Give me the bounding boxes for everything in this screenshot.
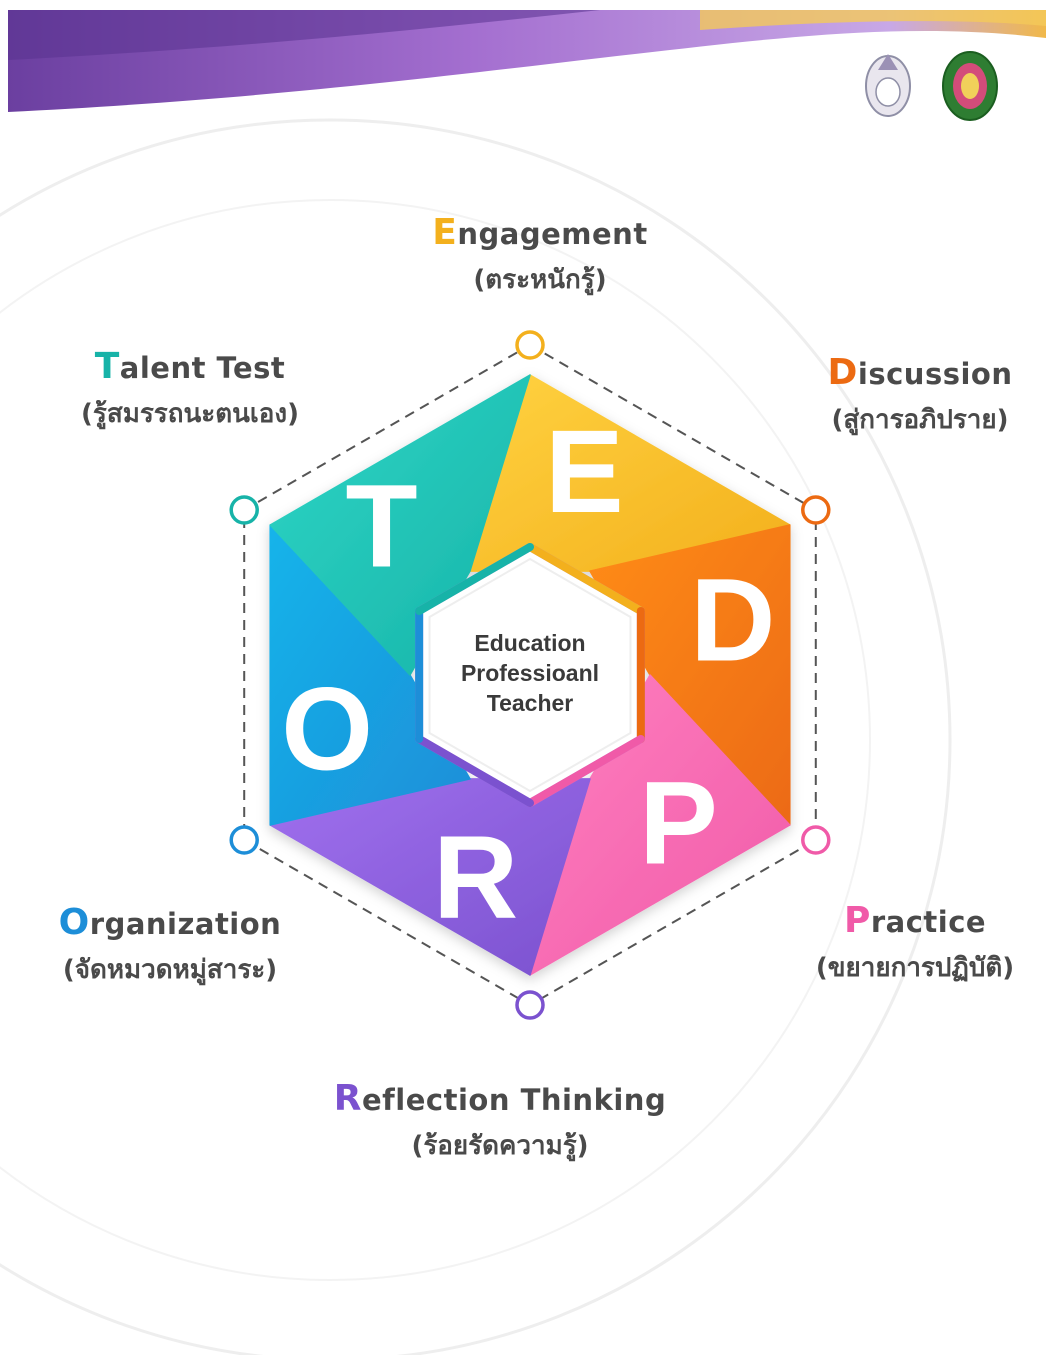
center-hexagon [428, 557, 632, 793]
label-practice-rest: ractice [870, 905, 987, 939]
label-talent-test-rest: alent Test [119, 351, 286, 385]
vertex-marker-r [515, 990, 545, 1020]
segment-letter-e: E [545, 406, 624, 538]
label-engagement-initial: E [432, 212, 458, 253]
ministry-seal-logo [865, 54, 911, 117]
label-reflection-initial: R [333, 1078, 363, 1119]
label-talent-test-thai: (รู้สมรรถนะตนเอง) [80, 399, 299, 429]
segment-letter-d: D [690, 555, 775, 687]
label-organization-rest: rganization [89, 907, 282, 941]
label-talent-test: Talent Test (รู้สมรรถนะตนเอง) [30, 346, 350, 434]
label-engagement-rest: ngagement [457, 217, 648, 251]
center-hexagon-edge [526, 543, 645, 615]
label-engagement-thai: (ตระหนักรู้) [473, 265, 607, 295]
label-organization: Organization (จัดหมวดหมู่สาระ) [20, 902, 320, 990]
label-organization-initial: O [58, 902, 90, 943]
university-seal-logo [942, 51, 998, 121]
label-practice-initial: P [843, 900, 871, 941]
center-hexagon-edge [415, 543, 534, 615]
vertex-marker-d [801, 495, 831, 525]
label-discussion-thai: (สู่การอภิปราย) [831, 405, 1009, 435]
vertex-marker-p [801, 825, 831, 855]
label-reflection: Reflection Thinking (ร้อยรัดความรู้) [300, 1078, 700, 1166]
label-organization-thai: (จัดหมวดหมู่สาระ) [62, 955, 278, 985]
vertex-marker-e [515, 330, 545, 360]
header-wave-band [8, 10, 1046, 121]
segment-letter-r: R [433, 812, 518, 944]
segment-letter-o: O [281, 663, 373, 795]
label-discussion: Discussion (สู่การอภิปราย) [800, 352, 1040, 440]
center-text-line: Professioanl [461, 660, 599, 686]
center-hexagon-edge [526, 735, 645, 807]
label-reflection-thai: (ร้อยรัดความรู้) [411, 1131, 589, 1161]
label-engagement: Engagement (ตระหนักรู้) [380, 212, 700, 300]
center-hexagon-edge [415, 735, 534, 807]
label-discussion-rest: iscussion [857, 357, 1013, 391]
label-talent-test-initial: T [94, 346, 120, 387]
colored-hexagon [269, 374, 791, 976]
label-reflection-rest: eflection Thinking [362, 1083, 667, 1117]
center-text-line: Teacher [487, 690, 574, 716]
segment-letter-p: P [639, 757, 718, 889]
label-practice-thai: (ขยายการปฏิบัติ) [815, 953, 1015, 983]
label-discussion-initial: D [827, 352, 858, 393]
vertex-marker-t [229, 495, 259, 525]
label-practice: Practice (ขยายการปฏิบัติ) [790, 900, 1040, 988]
vertex-marker-o [229, 825, 259, 855]
segment-letter-t: T [345, 461, 417, 593]
center-text-line: Education [474, 630, 585, 656]
